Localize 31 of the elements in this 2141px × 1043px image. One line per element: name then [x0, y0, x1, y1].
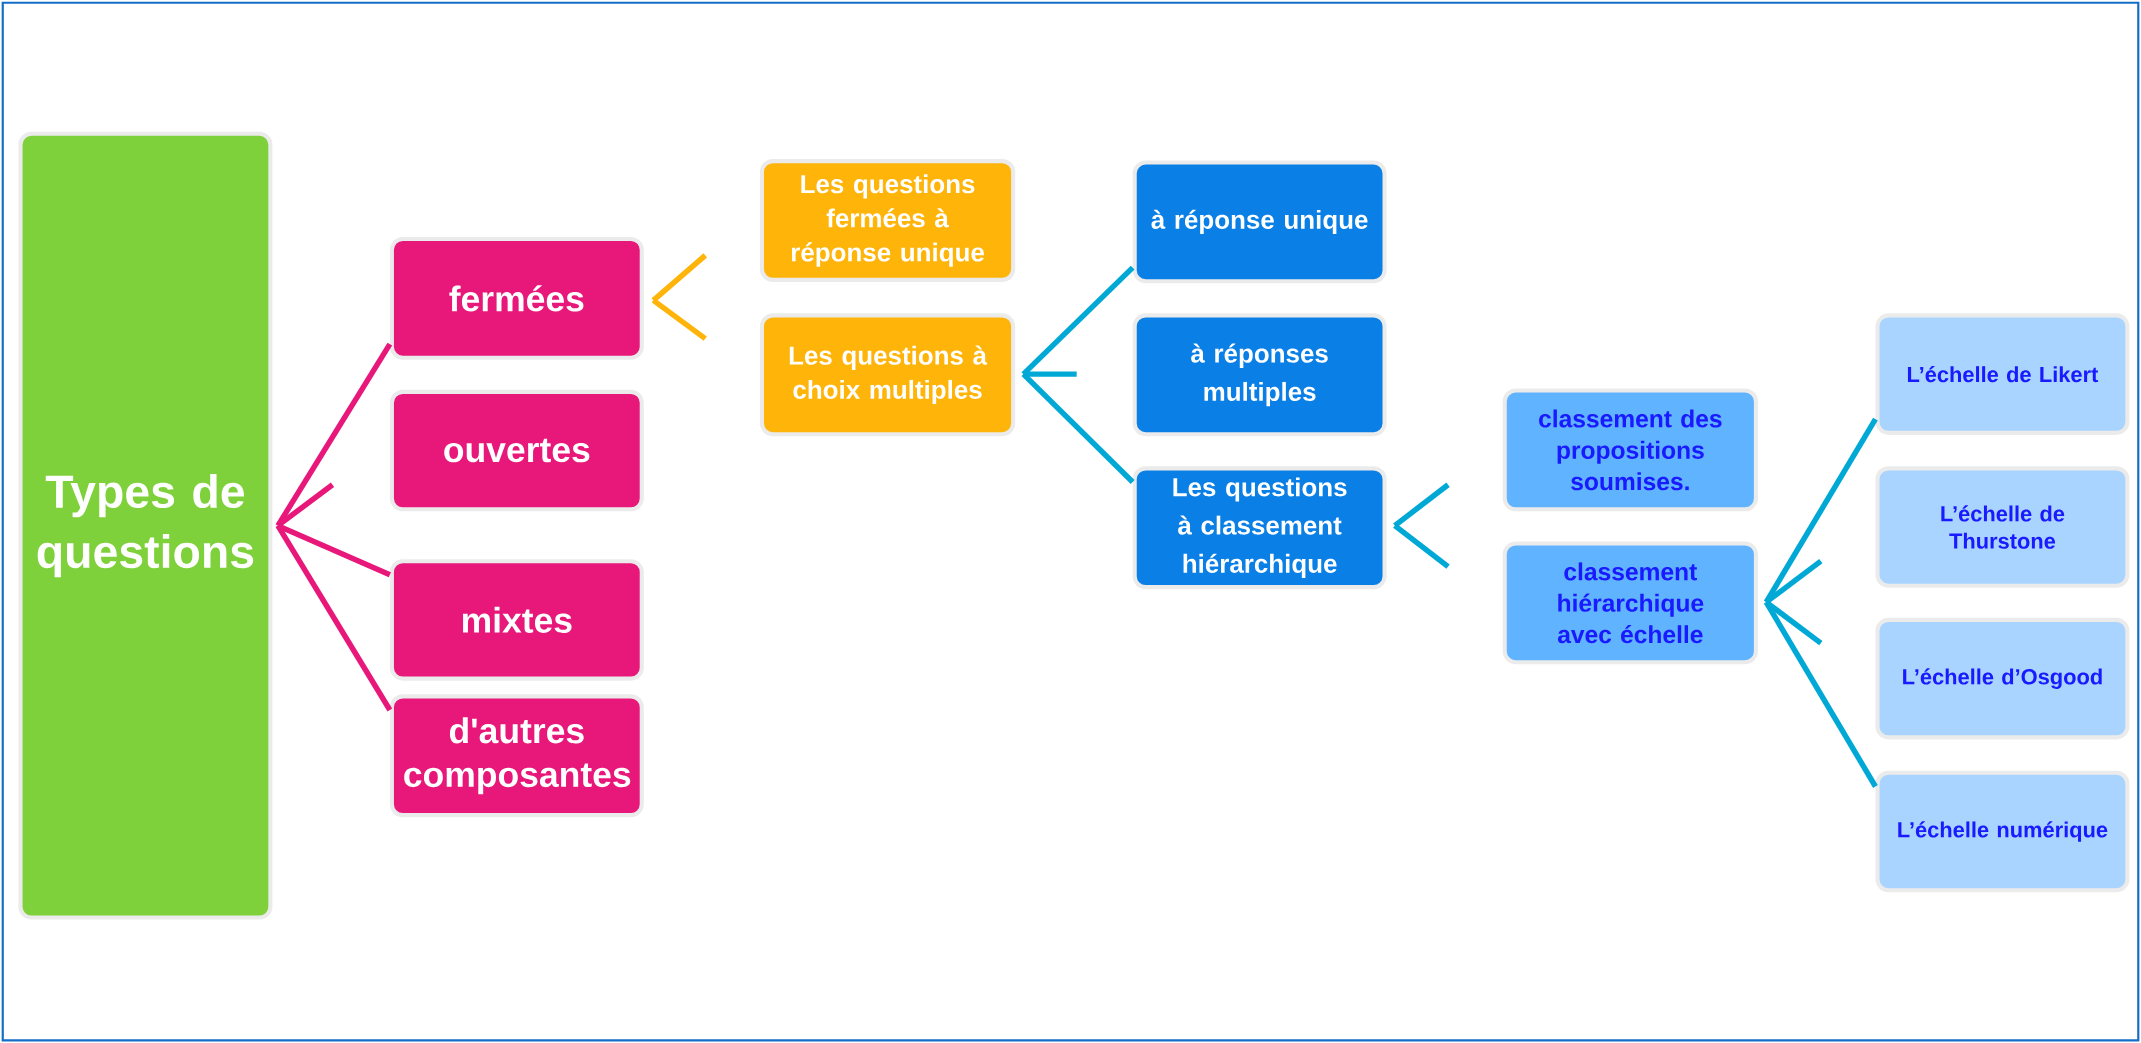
branch-line	[1023, 371, 1077, 377]
branch-line	[276, 482, 335, 528]
branch-line	[1764, 599, 1823, 646]
topic-box: L’échelle de Likert	[1875, 313, 2130, 435]
topic-box: classement hiérarchique avec échelle	[1502, 541, 1758, 665]
topic-box: Types de questions	[18, 131, 273, 920]
topic-box: à réponses multiples	[1132, 313, 1387, 437]
branch-line	[651, 298, 707, 341]
topic-box: Les questions fermées à réponse unique	[759, 159, 1016, 282]
topic-box: Les questions à choix multiples	[759, 313, 1016, 437]
topic-box: classement des propositions soumises.	[1502, 388, 1758, 512]
branch-line	[275, 524, 393, 712]
topic-box: L’échelle numérique	[1875, 770, 2130, 893]
branch-line	[1763, 417, 1878, 604]
branch-line	[276, 523, 391, 578]
topic-box: L’échelle d’Osgood	[1875, 617, 2130, 740]
branch-line	[1764, 558, 1823, 605]
topic-box: mixtes	[389, 559, 644, 681]
branch-line	[1393, 523, 1450, 569]
branch-line	[1021, 372, 1135, 484]
topic-box: ouvertes	[389, 389, 644, 512]
topic-box: d'autres composantes	[389, 694, 644, 818]
topic-box: fermées	[389, 236, 644, 360]
branch-line	[1393, 482, 1450, 528]
branch-line	[1021, 265, 1135, 376]
topic-box: à réponse unique	[1132, 160, 1387, 284]
topic-box: Les questions à classement hiérarchique	[1132, 466, 1387, 590]
branch-line	[275, 342, 393, 528]
branch-line	[651, 253, 708, 303]
topic-box: L’échelle de Thurstone	[1875, 466, 2130, 588]
branch-line	[1763, 600, 1878, 788]
